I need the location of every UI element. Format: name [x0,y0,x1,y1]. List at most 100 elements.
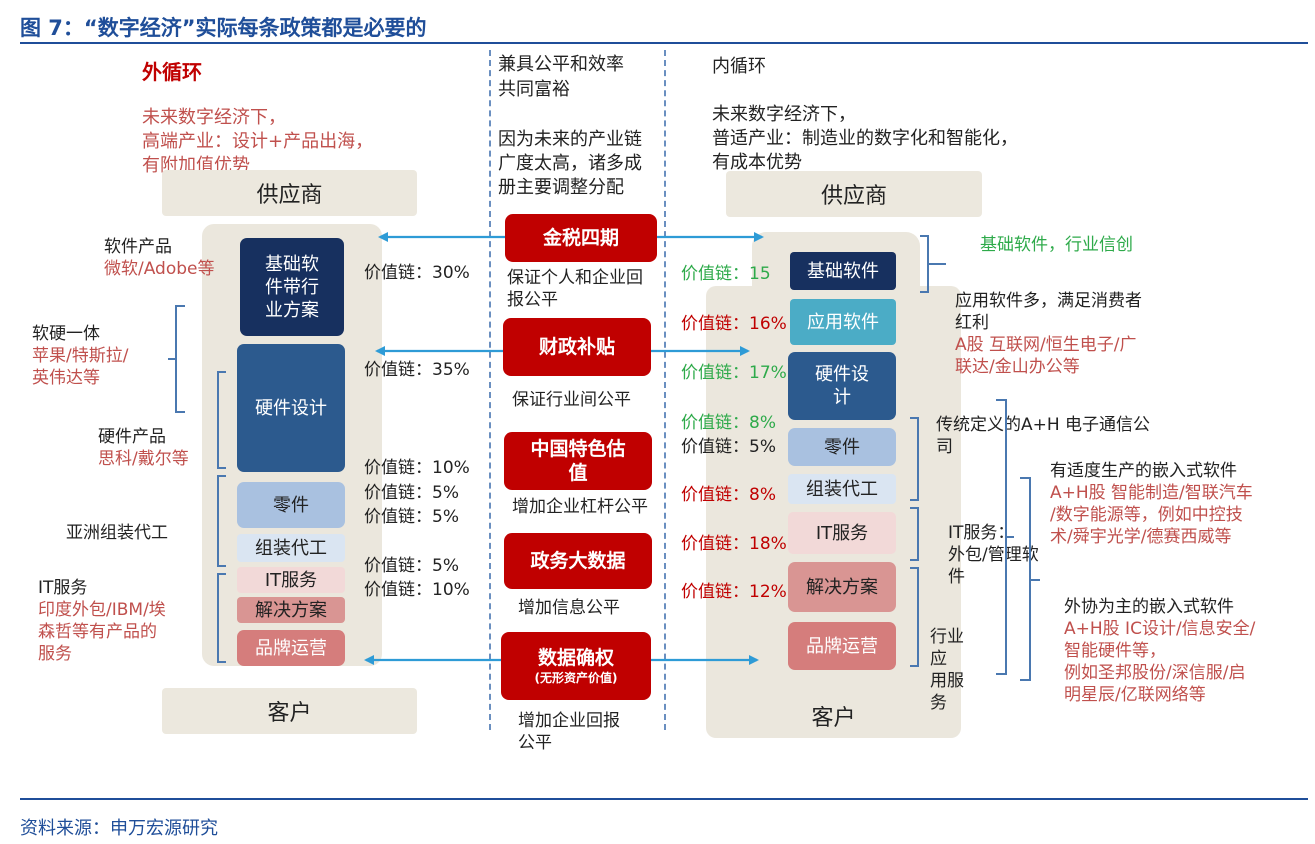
left-block-basic-software: 基础软件带行业方案 [240,238,344,336]
label-sub: 森哲等有产品的 [38,622,157,642]
policy-label: 中国特色估值 [530,438,626,484]
block-label: IT服务 [815,522,869,544]
block-label: 基础软件带行业方案 [265,253,319,321]
right-heading: 内循环 [712,56,766,77]
right-note-app-software: 应用软件多，满足消费者 红利 A股 互联网/恒生电子/广 联达/金山办公等 [955,290,1142,378]
right-desc: 未来数字经济下， 普适产业：制造业的数字化和智能化， 有成本优势 [712,103,1018,175]
note-line: 用服 [930,671,964,691]
figure-title: 图 7：“数字经济”实际每条政策都是必要的 [20,16,427,40]
label-title: 软硬一体 [32,324,100,344]
left-block-brand: 品牌运营 [237,630,345,666]
note-line: 行业 [930,627,964,647]
right-note-traditional: 传统定义的A+H 电子通信公 司 [936,414,1150,458]
label-title: 亚洲组装代工 [66,523,168,543]
note-line: 件 [948,567,965,587]
note-line: 术/舜宇光学/德赛西威等 [1050,527,1232,547]
note-line: /数字能源等，例如中控技 [1050,505,1243,525]
right-note-embedded-1: 有适度生产的嵌入式软件 A+H股 智能制造/智联汽车 /数字能源等，例如中控技 … [1050,460,1253,548]
right-desc-line: 有成本优势 [712,152,802,173]
right-value-chain-6: 价值链：8% [681,485,776,505]
note-line: 外协为主的嵌入式软件 [1064,597,1234,617]
left-heading: 外循环 [142,60,202,84]
left-label-hw-sw: 软硬一体 苹果/特斯拉/ 英伟达等 [32,323,128,389]
top-rule [20,42,1308,44]
policy-label: 金税四期 [542,227,619,249]
note-line: 传统定义的A+H 电子通信公 [936,415,1151,435]
label-sub: 服务 [38,644,72,664]
block-label: 解决方案 [806,576,878,598]
right-block-brand: 品牌运营 [788,622,896,670]
policy-sublabel: (无形资产价值) [534,671,618,685]
left-customer-label: 客户 [267,701,312,726]
right-note-basic-software: 基础软件，行业信创 [980,235,1133,255]
block-label: 零件 [273,494,309,516]
note-line: 外包/管理软 [948,545,1039,565]
right-supplier-label: 供应商 [820,184,887,209]
policy-label: 数据确权 [537,647,614,669]
right-block-basic-software: 基础软件 [790,252,896,290]
left-block-hardware-design: 硬件设计 [237,344,345,472]
right-value-chain-8: 价值链：12% [681,582,787,602]
right-block-solution: 解决方案 [788,562,896,612]
block-label: 基础软件 [807,260,879,282]
policy-note: 保证行业间公平 [512,390,631,410]
left-label-it: IT服务 印度外包/IBM/埃 森哲等有产品的 服务 [38,577,166,665]
divider-right [664,50,666,730]
right-value-chain-1: 价值链：15 [681,264,771,284]
right-customer-box: 客户 [706,694,961,738]
middle-desc-line: 册主要调整分配 [498,177,624,198]
right-block-it-service: IT服务 [788,512,896,554]
label-sub: 英伟达等 [32,368,100,388]
left-block-it-service: IT服务 [237,567,345,593]
bottom-rule [20,798,1308,800]
left-value-chain-5: 价值链：5% [364,507,459,527]
label-sub: 印度外包/IBM/埃 [38,600,166,620]
policy-china-valuation-note: 增加企业杠杆公平 [512,496,648,518]
label-sub: 微软/Adobe等 [104,259,215,279]
policy-note: 报公平 [507,290,558,310]
block-label: 解决方案 [255,599,327,621]
policy-golden-tax-note: 保证个人和企业回 报公平 [507,267,643,311]
left-desc-line: 未来数字经济下， [142,107,286,128]
left-value-chain-2: 价值链：35% [364,360,470,380]
bracket-left-hw-sw [175,305,185,413]
block-label: 硬件设计 [815,364,869,408]
left-supplier-label: 供应商 [256,183,323,208]
note-line: 应用软件多，满足消费者 [955,291,1142,311]
left-block-parts: 零件 [237,482,345,528]
divider-left [489,50,491,730]
middle-desc-line: 广度太高，诸多成 [498,153,642,174]
middle-desc-line: 因为未来的产业链 [498,129,642,150]
right-value-chain-4: 价值链：8% [681,413,776,433]
policy-data-rights: 数据确权 (无形资产价值) [501,632,651,700]
left-value-chain-3: 价值链：10% [364,458,470,478]
right-note-it-service: IT服务： 外包/管理软 件 [948,522,1039,588]
right-desc-line: 未来数字经济下， [712,104,856,125]
left-label-assembly: 亚洲组装代工 [66,522,168,544]
policy-label: 财政补贴 [538,336,615,358]
policy-data-rights-note: 增加企业回报 公平 [518,710,620,754]
middle-desc: 因为未来的产业链 广度太高，诸多成 册主要调整分配 [498,128,642,200]
right-value-chain-5: 价值链：5% [681,437,776,457]
right-desc-line: 普适产业：制造业的数字化和智能化， [712,128,1018,149]
policy-gov-bigdata: 政务大数据 [504,533,652,589]
note-line: 应 [930,649,947,669]
label-sub: 思科/戴尔等 [98,449,189,469]
policy-note: 公平 [518,733,552,753]
block-label: 组装代工 [806,478,878,500]
left-block-solution: 解决方案 [237,597,345,623]
note-line: A股 互联网/恒生电子/广 [955,335,1137,355]
label-sub: 苹果/特斯拉/ [32,346,129,366]
left-desc-line: 高端产业：设计+产品出海， [142,131,374,152]
policy-fiscal-subsidy-note: 保证行业间公平 [512,389,631,411]
right-note-embedded-2: 外协为主的嵌入式软件 A+H股 IC设计/信息安全/ 智能硬件等， 例如圣邦股份… [1064,596,1255,706]
left-customer-box: 客户 [162,688,417,734]
block-label: 零件 [824,436,860,458]
block-label: 应用软件 [807,311,879,333]
right-note-industry-app: 行业 应 用服 务 [930,626,964,714]
right-customer-label: 客户 [811,706,856,731]
note-line: 司 [936,437,953,457]
block-label: 品牌运营 [255,637,327,659]
left-desc: 未来数字经济下， 高端产业：设计+产品出海， 有附加值优势 [142,106,373,178]
right-block-app-software: 应用软件 [790,299,896,345]
